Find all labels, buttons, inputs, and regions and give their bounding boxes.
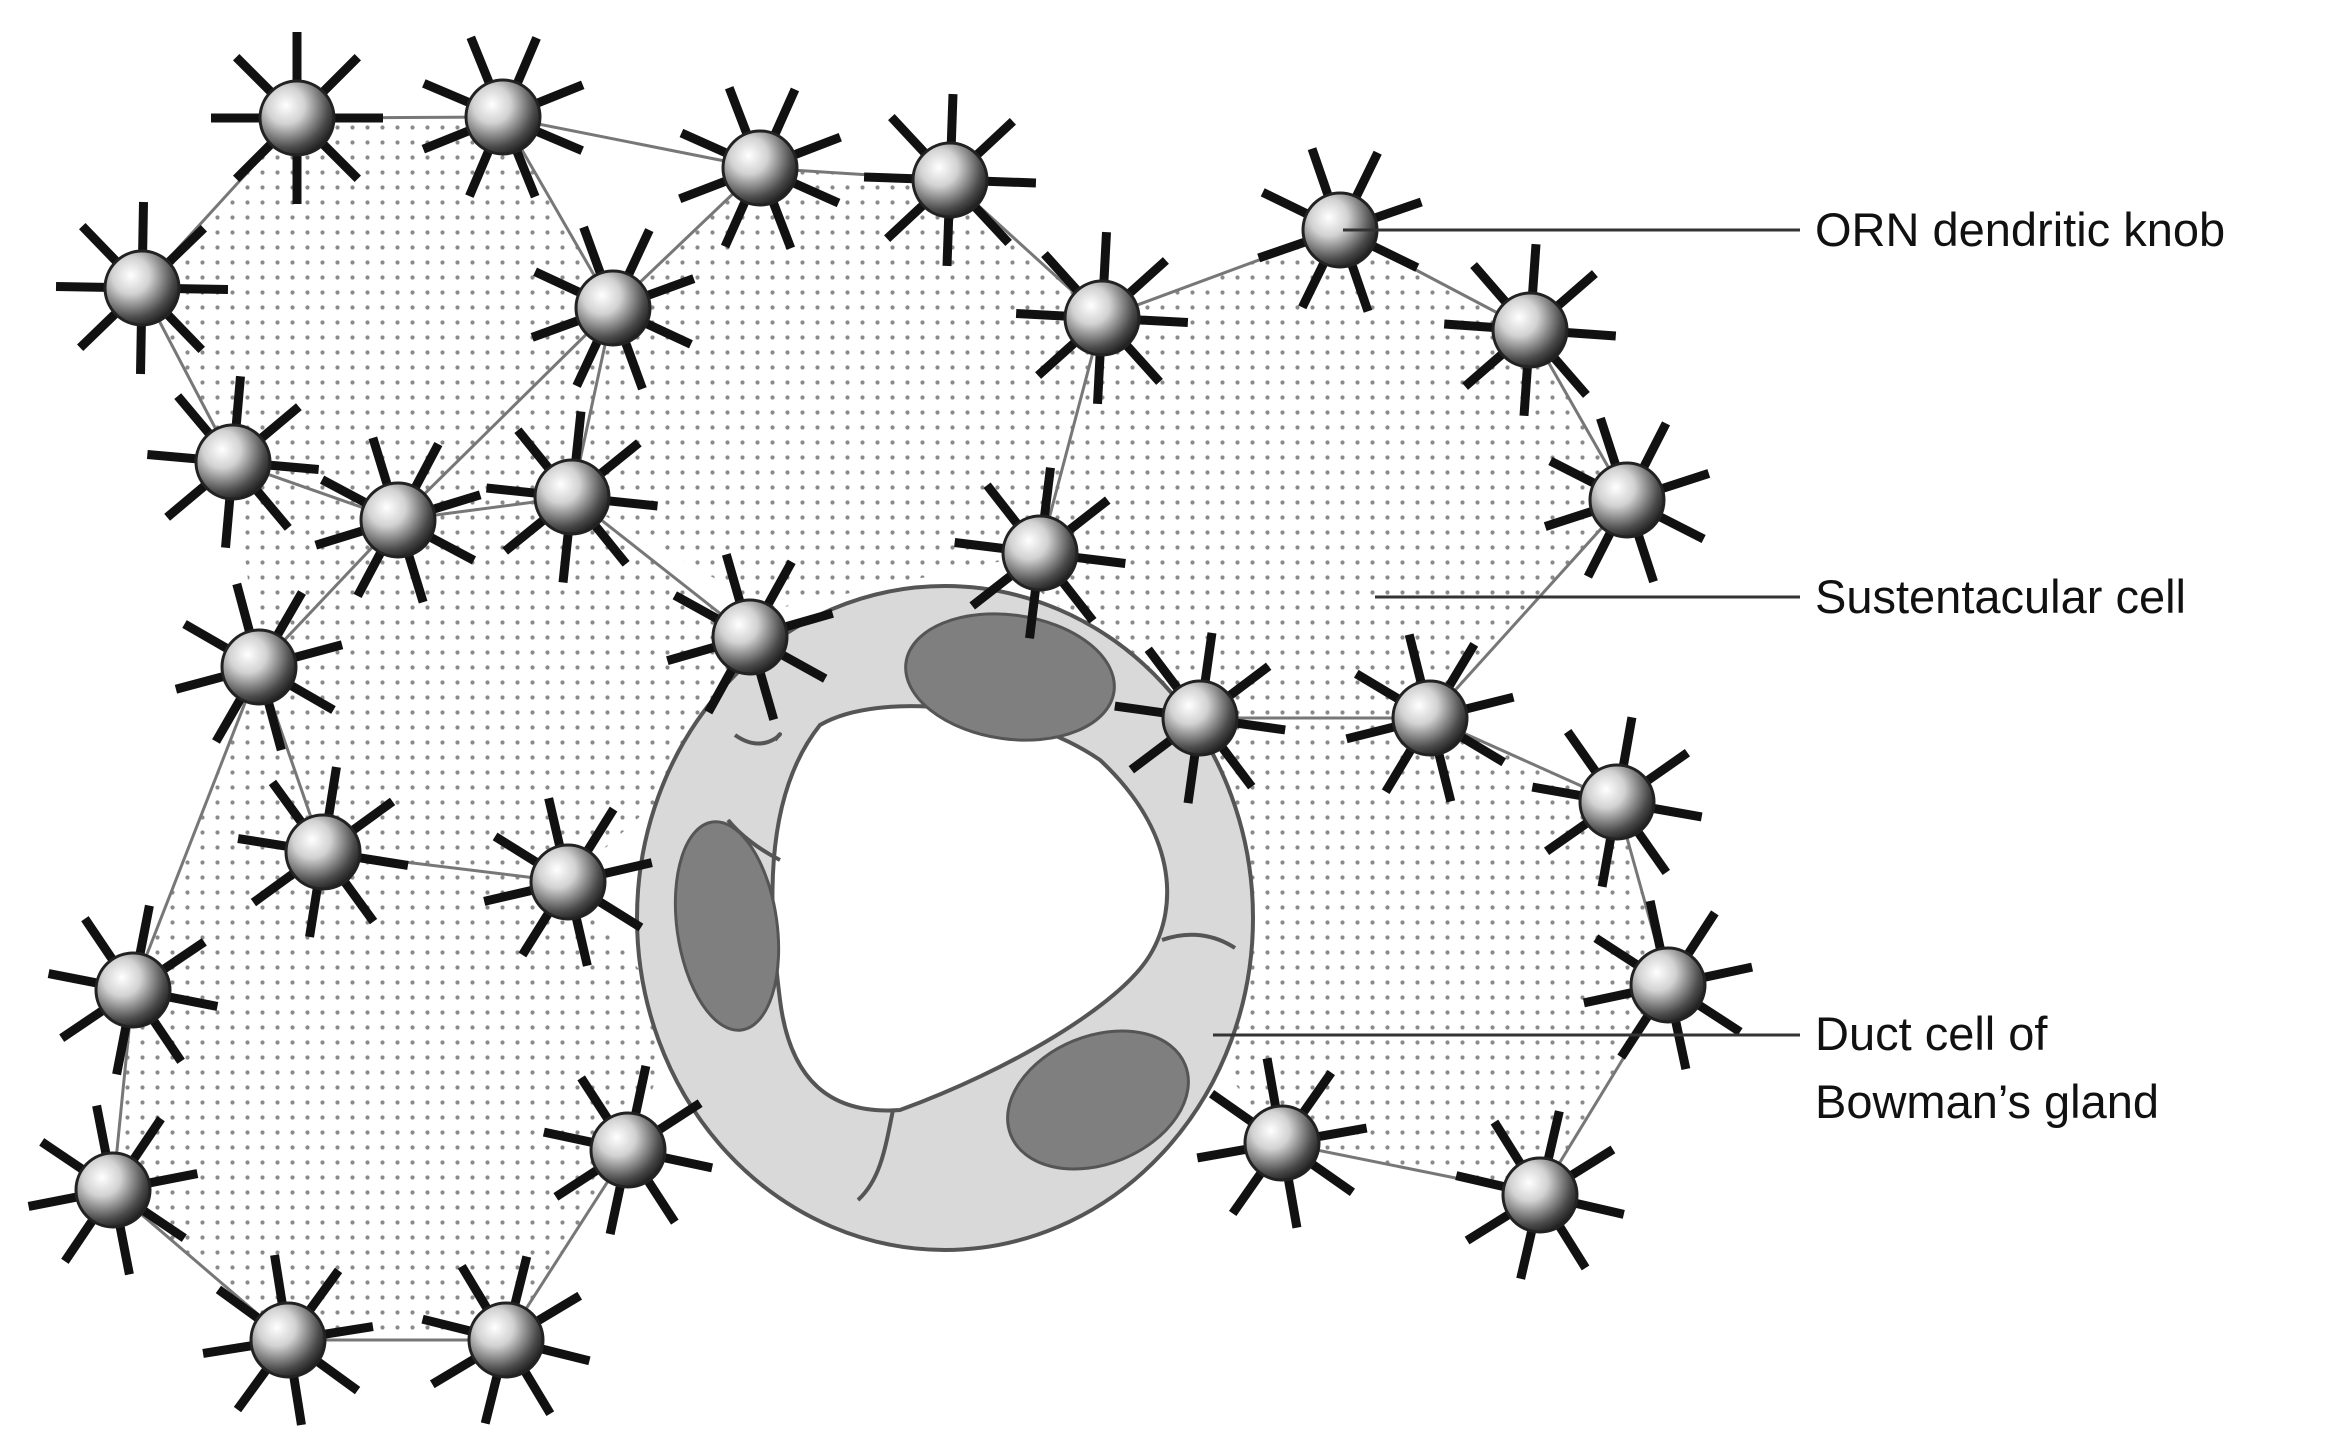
orn-dendritic-knob [1582, 899, 1754, 1071]
orn-dendritic-knob [55, 201, 229, 375]
orn-dendritic-knob [1345, 633, 1515, 803]
knob-connector-line [1038, 317, 1104, 554]
knob-body [220, 628, 298, 706]
knob-body [911, 141, 989, 219]
orn-dendritic-knob [1114, 632, 1286, 804]
knob-body [258, 79, 336, 157]
orn-dendritic-knob [1455, 1110, 1625, 1280]
orn-knob-layer [27, 32, 1754, 1426]
sustentacular-cell-region [1160, 718, 1668, 1195]
knob-body [529, 843, 607, 921]
label-duct-cell: Duct cell of Bowman’s gland [1815, 1000, 2159, 1136]
sustentacular-cell-region [572, 168, 1102, 610]
knob-body [249, 1301, 327, 1379]
orn-dendritic-knob [421, 35, 585, 199]
duct-cell-nucleus [673, 820, 781, 1032]
label-sustentacular-cell: Sustentacular cell [1815, 570, 2186, 623]
knob-body [194, 423, 272, 501]
orn-dendritic-knob [486, 411, 658, 583]
duct-cell-boundary [856, 1109, 895, 1202]
orn-dendritic-knob [1196, 1057, 1368, 1229]
orn-dendritic-knob [483, 797, 653, 967]
knob-body [721, 129, 799, 207]
knob-body [1491, 291, 1569, 369]
orn-dendritic-knob [211, 32, 383, 204]
knob-body [711, 598, 789, 676]
knob-body [1578, 763, 1656, 841]
knob-body [1063, 279, 1141, 357]
knob-body [1161, 679, 1239, 757]
orn-dendritic-knob [174, 582, 344, 752]
orn-dendritic-knob [1543, 416, 1711, 584]
knob-connector-line [1428, 498, 1629, 720]
orn-dendritic-knob [666, 553, 834, 721]
knob-body [1391, 679, 1469, 757]
bowmans-gland-duct [635, 584, 1255, 1252]
orn-dendritic-knob [146, 375, 320, 549]
knob-body [589, 1111, 667, 1189]
knob-body [74, 1151, 152, 1229]
label-orn-dendritic-knob: ORN dendritic knob [1815, 203, 2226, 256]
orn-dendritic-knob [863, 93, 1037, 267]
duct-cell-boundary [726, 818, 781, 862]
knob-body [1629, 946, 1707, 1024]
orn-dendritic-knob [1015, 231, 1189, 405]
knob-body [1243, 1104, 1321, 1182]
orn-dendritic-knob [954, 467, 1126, 639]
knob-body [359, 481, 437, 559]
duct-cell-boundary [1161, 932, 1237, 950]
knob-connector-line [502, 115, 761, 170]
duct-cell-nucleus [904, 612, 1116, 742]
orn-dendritic-knob [47, 904, 219, 1076]
orn-dendritic-knob [421, 1255, 591, 1425]
knob-connector-line [396, 306, 615, 522]
orn-dendritic-knob [202, 1254, 374, 1426]
sustentacular-cell-region [113, 667, 680, 1340]
sustentacular-cell-region [142, 117, 613, 520]
knob-body [1001, 514, 1079, 592]
knob-body [574, 269, 652, 347]
orn-dendritic-knob [1531, 716, 1703, 888]
label-duct-cell-line1: Duct cell of [1815, 1007, 2048, 1060]
sustentacular-cell-layer [113, 117, 1668, 1340]
orn-dendritic-knob [237, 766, 409, 938]
duct-cell-nucleus [1006, 1029, 1190, 1171]
label-leader-lines [1213, 228, 1800, 1037]
sustentacular-cell-region [233, 462, 750, 882]
knob-connector-line [131, 666, 261, 991]
knob-body [94, 951, 172, 1029]
orn-dendritic-knob [542, 1064, 714, 1236]
knob-body [103, 249, 181, 327]
knob-body [1588, 461, 1666, 539]
knob-body [533, 458, 611, 536]
label-duct-cell-line2: Bowman’s gland [1815, 1075, 2160, 1128]
orn-dendritic-knob [1257, 147, 1423, 313]
orn-dendritic-knob [27, 1104, 199, 1276]
orn-dendritic-knob [530, 225, 696, 391]
duct-cell-boundary [733, 732, 782, 746]
orn-dendritic-knob [678, 86, 842, 250]
knob-body [464, 78, 542, 156]
orn-dendritic-knob [1443, 243, 1617, 417]
knob-body [284, 813, 362, 891]
orn-dendritic-knob [314, 436, 482, 604]
knob-body [467, 1301, 545, 1379]
knob-body [1501, 1156, 1579, 1234]
